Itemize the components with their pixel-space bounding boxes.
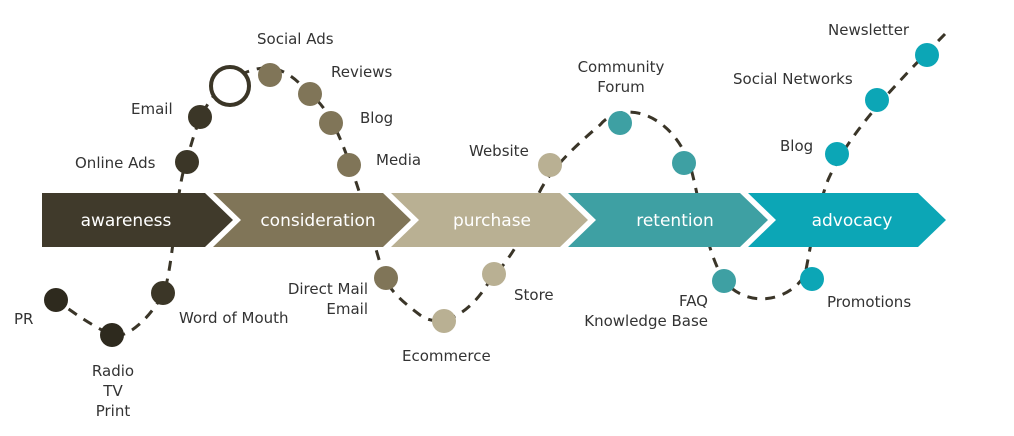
touchpoint-label-word-of-mouth: Word of Mouth <box>179 309 289 327</box>
touchpoint-label-blog-advocacy: Blog <box>780 137 814 155</box>
touchpoint-label-radio: Radio <box>91 362 135 380</box>
stage-label-purchase: purchase <box>453 211 531 231</box>
touchpoint-label-email: Email <box>131 100 173 118</box>
touchpoint-dot-reviews <box>298 82 322 106</box>
stage-label-retention: retention <box>636 211 714 231</box>
touchpoint-dot-faq <box>712 269 736 293</box>
touchpoint-label-newsletter: Newsletter <box>828 21 910 39</box>
touchpoint-label-reviews: Reviews <box>331 63 393 81</box>
touchpoint-label-blog-consideration: Blog <box>360 109 394 127</box>
stage-label-consideration: consideration <box>260 211 375 231</box>
touchpoint-label-forum: Forum <box>597 78 645 96</box>
touchpoint-label-social-ads: Social Ads <box>257 30 334 48</box>
touchpoint-dot-media <box>337 153 361 177</box>
touchpoint-dot-social-ads <box>258 63 282 87</box>
touchpoint-dot-community-forum <box>608 111 632 135</box>
stage-arrow-awareness <box>42 193 233 247</box>
touchpoint-label-community: Community <box>577 58 665 76</box>
touchpoint-label-faq-knowledge-base: FAQ Knowledge Base <box>584 291 708 331</box>
touchpoint-label-faq: FAQ <box>678 292 708 310</box>
touchpoint-dot-blog-advocacy <box>825 142 849 166</box>
touchpoint-label-promotions: Promotions <box>827 293 912 311</box>
stage-arrow-consideration <box>213 193 411 247</box>
touchpoint-dot-store <box>482 262 506 286</box>
touchpoint-label-knowledge-base: Knowledge Base <box>584 312 708 330</box>
touchpoint-dot-newsletter <box>915 43 939 67</box>
touchpoint-label-pr: PR <box>14 310 34 328</box>
touchpoint-label-radio-tv-print: Radio TV Print <box>92 361 134 421</box>
stage-arrow-purchase <box>391 193 588 247</box>
touchpoint-label-direct-email: Email <box>326 300 368 318</box>
touchpoint-label-community-forum: Community Forum <box>578 57 665 97</box>
stage-arrow-advocacy <box>748 193 946 247</box>
touchpoint-label-online-ads: Online Ads <box>75 154 156 172</box>
touchpoint-label-website: Website <box>469 142 529 160</box>
touchpoint-label-print: Print <box>95 402 131 420</box>
touchpoint-label-social-networks: Social Networks <box>733 70 853 88</box>
touchpoint-dot-website <box>538 153 562 177</box>
touchpoint-label-direct-mail: Direct Mail <box>287 280 368 298</box>
touchpoint-dot-ecommerce <box>432 309 456 333</box>
touchpoint-dot-social-networks <box>865 88 889 112</box>
touchpoint-dot-direct-mail <box>374 266 398 290</box>
touchpoint-dot-online-ads <box>175 150 199 174</box>
touchpoint-dot-radio <box>100 323 124 347</box>
touchpoint-dot-email <box>188 105 212 129</box>
touchpoint-label-direct-mail-email: Direct Mail Email <box>288 279 368 319</box>
touchpoint-label-store: Store <box>514 286 554 304</box>
touchpoint-dot-blog-consideration <box>319 111 343 135</box>
touchpoint-dot-retention-upper <box>672 151 696 175</box>
stage-label-awareness: awareness <box>81 211 172 231</box>
touchpoint-dot-promotions <box>800 267 824 291</box>
touchpoint-ring <box>209 65 251 107</box>
stage-label-advocacy: advocacy <box>812 211 893 231</box>
touchpoint-label-media: Media <box>376 151 422 169</box>
touchpoint-label-ecommerce: Ecommerce <box>402 347 491 365</box>
touchpoint-label-tv: TV <box>103 382 123 400</box>
stage-arrow-retention <box>568 193 768 247</box>
touchpoint-dot-pr <box>44 288 68 312</box>
touchpoint-dot-word-of-mouth <box>151 281 175 305</box>
